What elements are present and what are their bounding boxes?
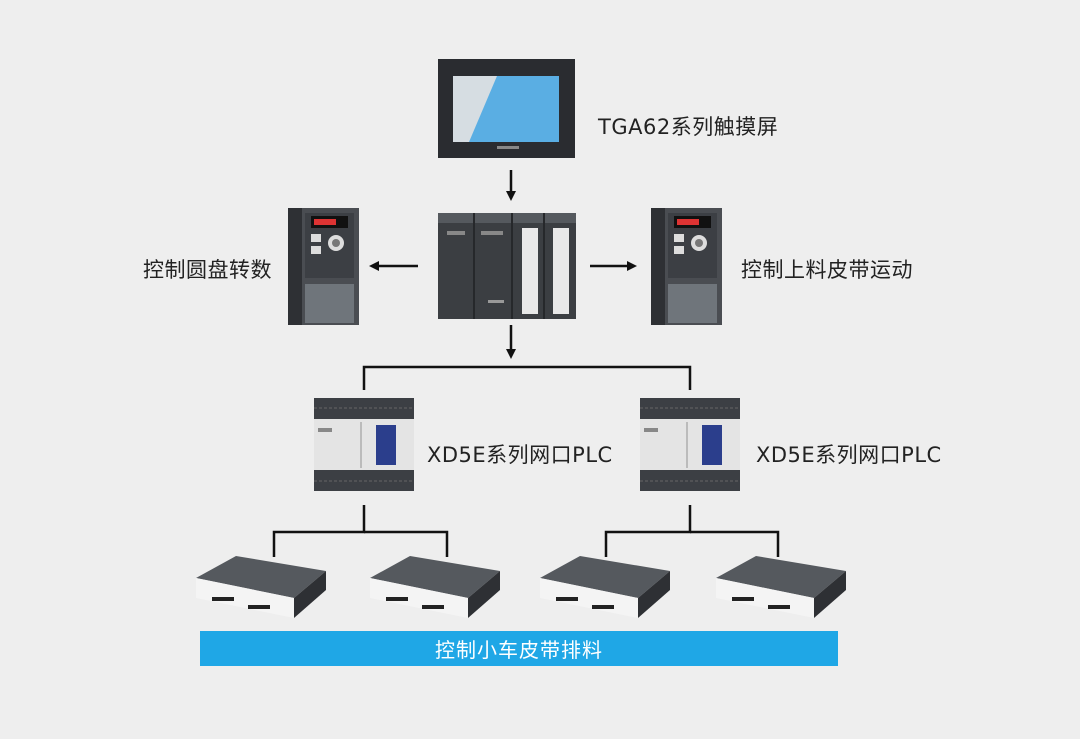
right-inverter-label: 控制上料皮带运动 [741,258,913,282]
branch-line-plc1 [272,505,366,557]
plc-unit-1 [314,398,414,491]
left-inverter-label: 控制圆盘转数 [143,258,272,282]
plc1-label: XD5E系列网口PLC [427,443,613,467]
cart-2 [370,556,500,618]
branch-line-plc2-right [690,530,780,557]
right-inverter [651,208,722,325]
cart-4 [716,556,846,618]
banner-text: 控制小车皮带排料 [435,638,603,662]
left-inverter [288,208,359,325]
cart-1 [196,556,326,618]
branch-line-plc1-right [364,530,449,557]
main-controller [438,213,576,319]
hmi-label: TGA62系列触摸屏 [598,115,779,139]
plc-unit-2 [640,398,740,491]
cart-control-banner: 控制小车皮带排料 [200,631,838,666]
bus-line-plcs [362,365,692,390]
plc2-label: XD5E系列网口PLC [756,443,942,467]
hmi-touchscreen [438,59,575,158]
branch-line-plc2 [604,505,692,557]
cart-3 [540,556,670,618]
